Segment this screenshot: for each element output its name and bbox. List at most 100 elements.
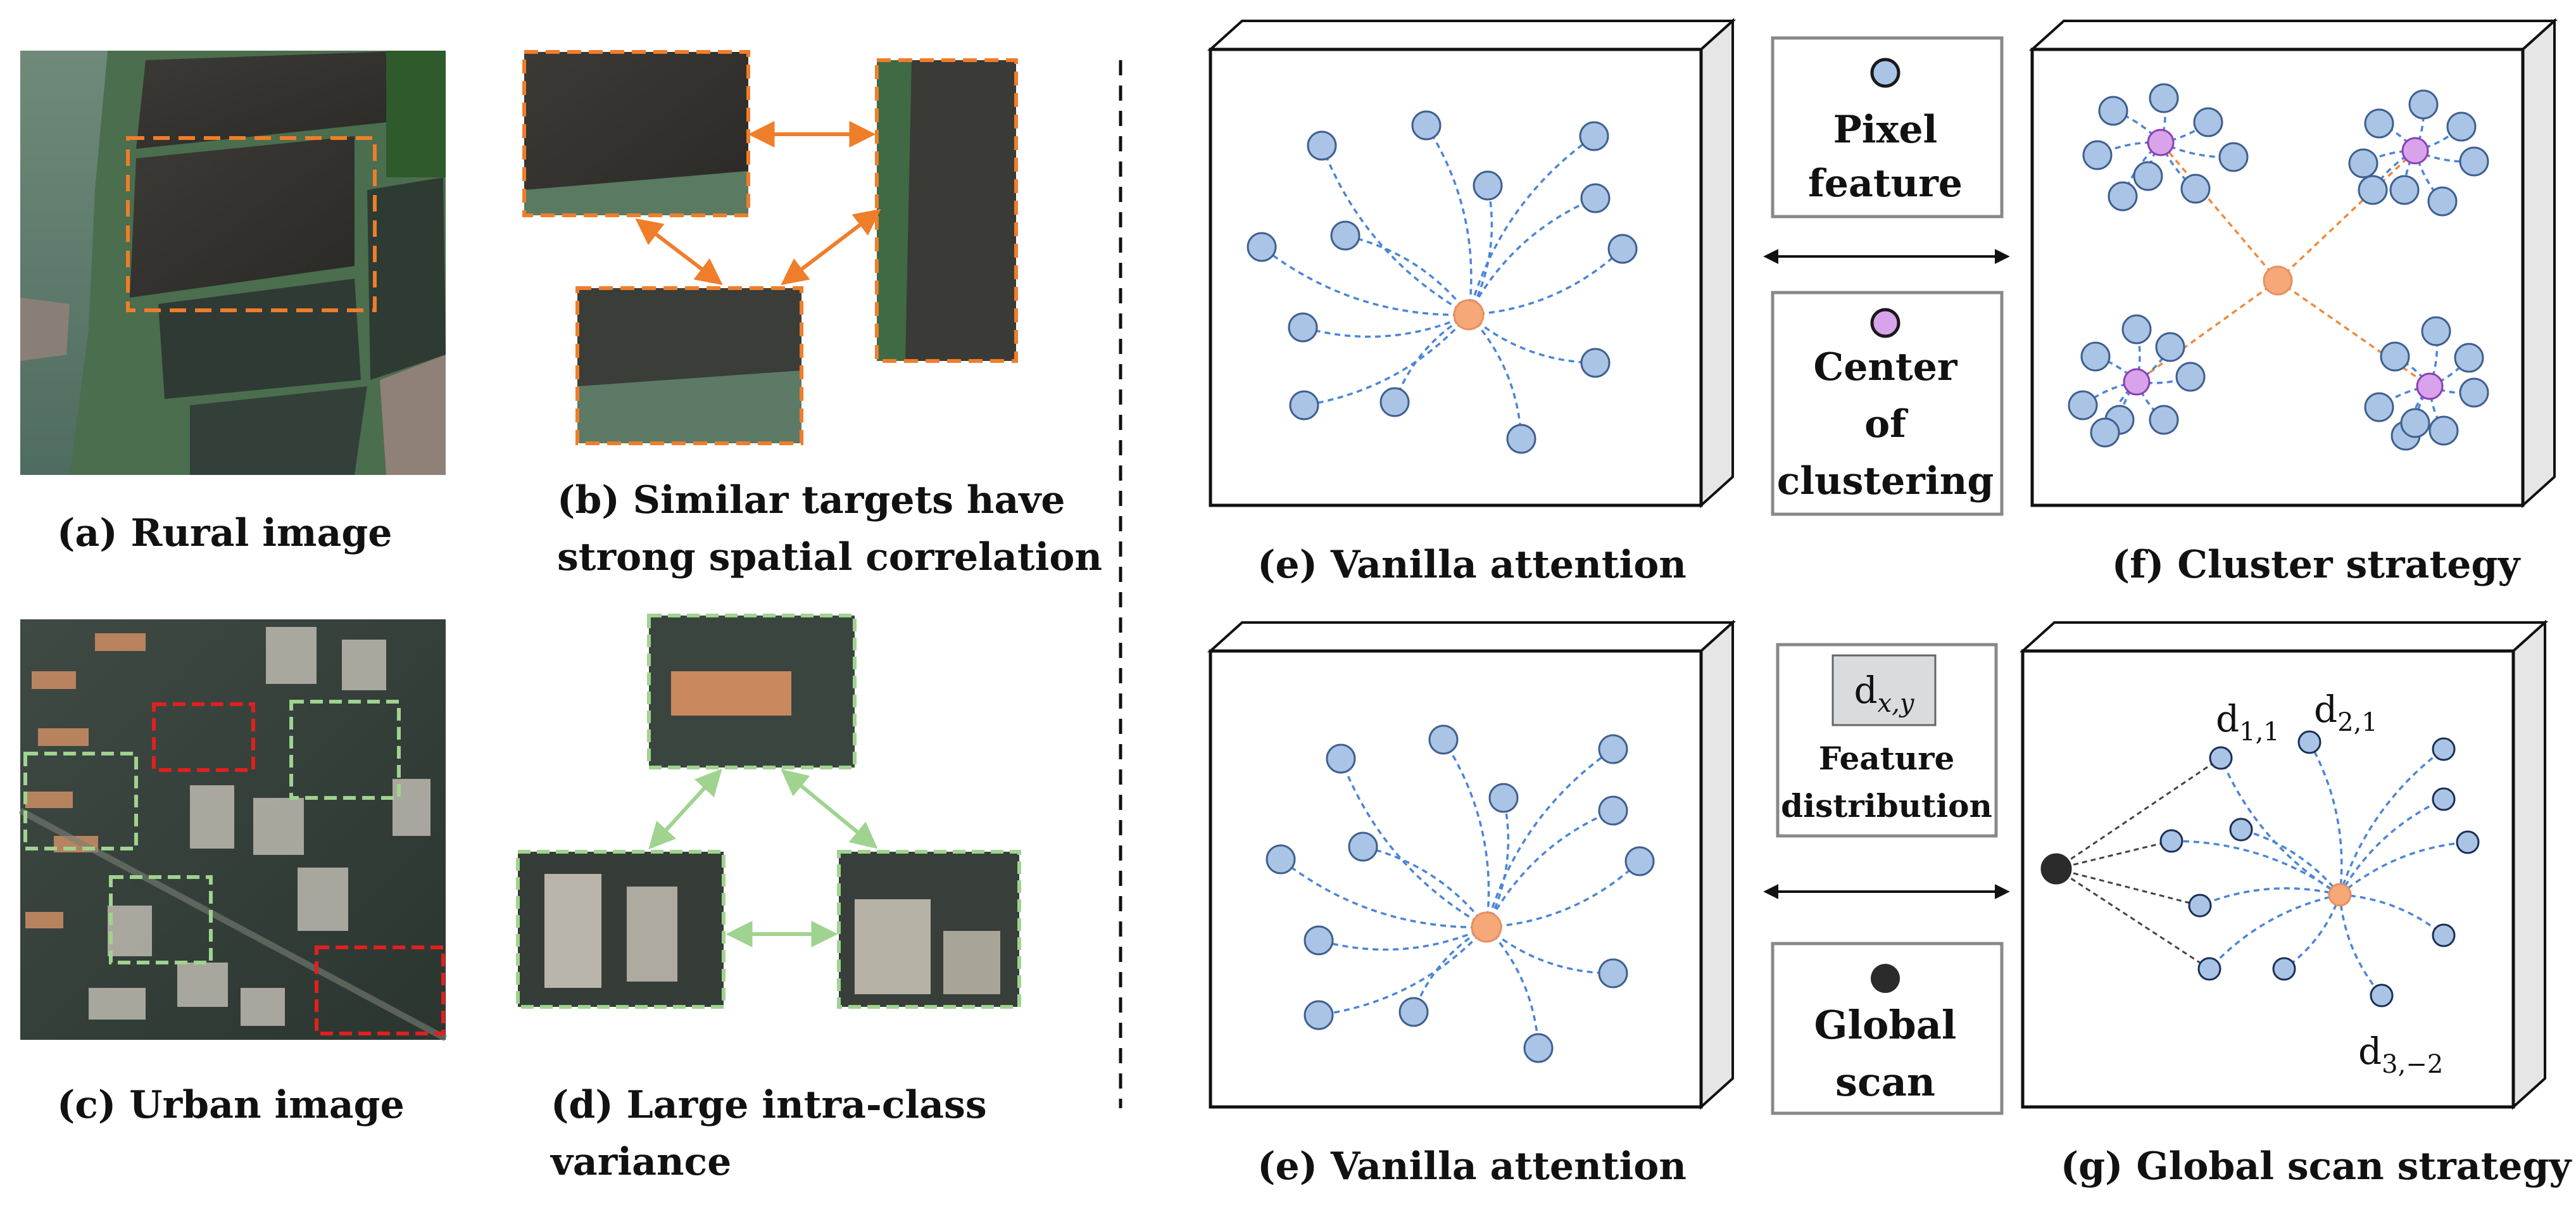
crop-urban-1 [647,614,857,769]
pixel-node-cl-0-5 [2180,174,2211,204]
global-scan-node [2040,853,2072,885]
pixel-node-cl-3-3 [2364,392,2394,422]
crop-urban-3 [837,850,1021,1009]
pixel-node-vt-9 [1580,348,1611,378]
legend-center: Center of clustering [1771,291,2004,516]
pixel-node-cl-0-3 [2082,140,2113,170]
scan-line-3 [2056,868,2210,970]
pixel-node-cl-0-2 [2193,107,2223,137]
legend-center-line1: Center [1813,345,1957,389]
legend-pixel-line1: Pixel [1833,108,1938,152]
link-vb-10 [1318,926,1488,1016]
pixel-node-vt-11 [1379,387,1410,417]
nodes-layer [1247,83,2489,1063]
pixel-node-g-0 [2209,746,2233,770]
pixel-node-cl-2-1 [2121,314,2152,344]
pixel-node-g-1 [2297,730,2322,754]
link-g-6 [2339,841,2468,896]
link-vt-2 [1467,135,1595,315]
pixel-node-vb-6 [1266,844,1296,875]
caption-a: (a) Rural image [57,511,392,555]
pixel-node-cl-0-6 [2218,142,2249,172]
pixel-node-g-4 [2432,787,2456,811]
pixel-node-g-11 [2370,983,2394,1008]
pixel-node-cl-3-1 [2421,316,2451,346]
pixel-node-g-8 [2432,923,2456,947]
legend-pixel: Pixel feature [1771,36,2004,218]
pixel-node-cl-0-1 [2149,83,2179,113]
caption-g: (g) Global scan strategy [2061,1144,2573,1189]
link-g-8 [2339,894,2445,937]
caption-d-line2: variance [550,1140,731,1184]
link-vb-5 [1362,845,1488,928]
link-g-4 [2339,798,2444,895]
pixel-node-cl-2-0 [2080,341,2111,372]
legend-dist-line1: Feature [1819,740,1955,777]
pixel-node-cl-3-5 [2428,415,2459,446]
arrow-b-1-3 [635,218,723,286]
cluster-center-1 [2401,137,2429,165]
legend-dist-line2: distribution [1781,787,1992,825]
query-node-vt [1453,299,1485,331]
arrow-d-1-2 [648,768,722,850]
legend-distribution: dx,y Feature distribution [1776,643,1998,838]
panel-vanilla-bottom [1207,619,1737,1110]
pixel-node-g-6 [2456,830,2480,854]
crop-urban-2 [516,850,726,1009]
crop-rural-2 [875,58,1018,363]
caption-c: (c) Urban image [57,1083,405,1127]
pixel-node-g-9 [2197,957,2221,981]
pixel-feature-icon [1870,58,1901,88]
link-center-3 [2277,279,2430,388]
pixel-node-vt-1 [1411,110,1442,141]
cluster-center-2 [2123,368,2151,396]
pixel-node-vb-10 [1304,1000,1334,1030]
pixel-node-vt-7 [1607,234,1638,264]
link-vb-3 [1485,797,1510,928]
pixel-node-vt-5 [1330,220,1360,251]
query-node-global [2328,883,2352,907]
pixel-node-cl-3-0 [2380,341,2410,372]
scan-line-2 [2056,868,2201,907]
link-vt-5 [1345,234,1470,316]
pixel-node-vt-10 [1289,390,1319,420]
pixel-node-vb-3 [1488,783,1519,813]
link-vt-8 [1302,313,1469,338]
pixel-node-cl-1-3 [2348,148,2378,179]
link-vb-4 [1485,809,1614,928]
link-center-1 [2277,149,2416,282]
cluster-center-0 [2147,129,2175,156]
caption-f: (f) Cluster strategy [2112,543,2522,587]
link-g-9 [2208,894,2340,970]
legend-global-line2: scan [1835,1059,1935,1105]
pixel-node-cl-1-6 [2459,146,2489,177]
legend-center-line2: of [1864,402,1909,446]
link-g-5 [2171,840,2341,896]
pixel-node-vt-6 [1247,232,1277,262]
pixel-node-vb-12 [1523,1033,1554,1063]
pixel-node-cl-0-4 [2133,161,2163,191]
pixel-node-cl-1-0 [2364,108,2394,139]
query-node-vb [1471,911,1502,943]
pixel-node-vb-1 [1428,724,1459,755]
pixel-node-g-7 [2188,894,2212,918]
urban-crops [516,614,1021,1009]
cluster-center-icon [1870,308,1901,338]
pixel-node-cl-2-3 [2068,390,2098,420]
pixel-node-vb-8 [1304,925,1334,956]
link-vt-0 [1321,145,1469,316]
crop-rural-3 [575,286,803,445]
pixel-node-vb-0 [1326,743,1356,774]
legend-center-line3: clustering [1777,459,1994,503]
panel-global-scan [2019,619,2549,1110]
pixel-node-g-10 [2272,957,2296,981]
link-center-2 [2135,279,2279,383]
pixel-node-vb-9 [1598,958,1628,989]
legend-dxy: dx,y [1854,669,1914,718]
caption-d-line1: (d) Large intra-class [551,1083,987,1127]
link-vt-7 [1468,248,1624,316]
query-node-cluster [2263,265,2293,296]
pixel-node-g-2 [2432,737,2456,761]
pixel-node-cl-3-7 [2400,408,2430,438]
cluster-center-3 [2416,372,2444,400]
